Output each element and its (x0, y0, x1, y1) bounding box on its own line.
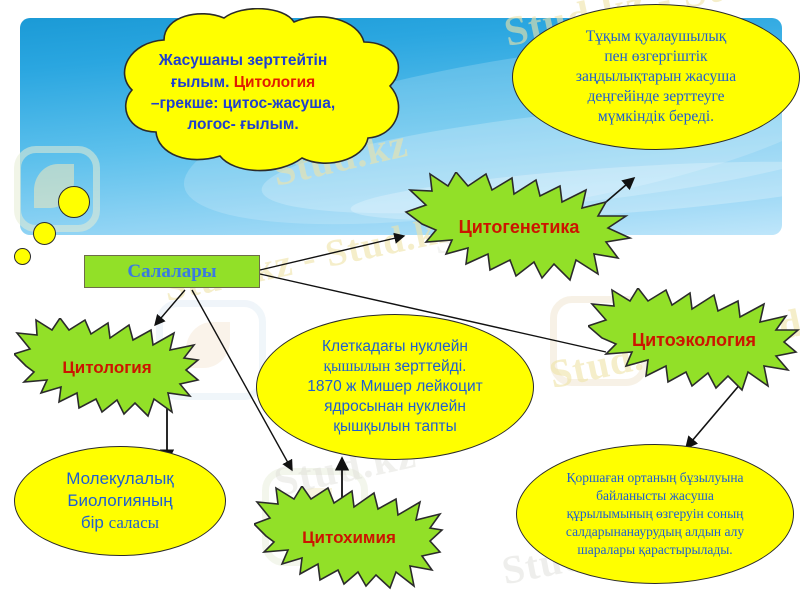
thought-bubble-dot-medium (33, 222, 56, 245)
bubble-ecology-text: Қоршаған ортаның бұзылуына байланысты жа… (556, 469, 754, 559)
molecular-line-1: Молекулалық (66, 468, 174, 488)
cloud-line-2-plain: ғылым. (170, 73, 234, 91)
nucleic-line-1: Клеткадағы нуклейн (322, 338, 468, 356)
thought-cloud-text: Жасушаны зерттейтін ғылым. Цитология –гр… (78, 8, 408, 178)
cloud-line-3: –грекше: цитос-жасуша, (150, 95, 336, 112)
star-cytogenetics-label: Цитогенетика (458, 216, 580, 237)
ecology-line-2: байланысты жасуша (596, 487, 714, 503)
cloud-line-4: логос- ғылым. (187, 116, 299, 134)
star-cytogenetics[interactable]: Цитогенетика (404, 172, 634, 282)
thought-cloud-cytology-definition: Жасушаны зерттейтін ғылым. Цитология –гр… (78, 8, 408, 178)
arrow-salalary-to-cytology (154, 289, 186, 327)
arrow-cytoecology-to-ecology (684, 381, 743, 450)
bubble-molecular: Молекулалық Биологияның бір саласы (14, 446, 226, 556)
bubble-ecology: Қоршаған ортаның бұзылуына байланысты жа… (516, 444, 794, 584)
heredity-line-2: пен өзгергіштік (604, 47, 708, 65)
star-cytochemistry-label: Цитохимия (302, 528, 396, 547)
ecology-line-1: Қоршаған ортаның бұзылуына (566, 469, 744, 485)
heredity-line-1: Тұқым қуалаушылық (585, 27, 727, 45)
box-salalary-label: Салалары (127, 260, 217, 282)
star-cytoecology[interactable]: Цитоэкология (588, 288, 800, 392)
ecology-line-3: құрылымының өзгеруін соның (566, 505, 744, 521)
heredity-line-5: мүмкіндік береді. (597, 108, 715, 126)
thought-bubble-dot-small (14, 248, 31, 265)
molecular-line-3-sans: бір (80, 513, 109, 533)
arrow-salalary-to-cytochemistry (191, 289, 293, 472)
heredity-line-4: деңгейінде зерттеуге (587, 88, 725, 106)
nucleic-line-2: қышылын зерттейді. (307, 357, 483, 377)
bubble-heredity: Тұқым қуалаушылық пен өзгергіштік заңдыл… (512, 4, 800, 150)
nucleic-line-2-sans: зерттейді. (390, 358, 467, 376)
bubble-heredity-text: Тұқым қуалаушылық пен өзгергіштік заңдыл… (566, 27, 746, 128)
cloud-line-2-highlight: Цитология (233, 73, 316, 91)
nucleic-line-5: қышқылын тапты (333, 417, 457, 435)
arrow-salalary-to-cytogenetics (259, 232, 406, 271)
star-cytoecology-label: Цитоэкология (631, 329, 757, 350)
bubble-nucleic-text: Клеткадағы нуклейн қышылын зерттейді. 18… (297, 337, 493, 436)
molecular-line-3-serif: саласы (108, 513, 160, 533)
bubble-nucleic: Клеткадағы нуклейн қышылын зерттейді. 18… (256, 314, 534, 460)
nucleic-line-3: 1870 ж Мишер лейкоцит (307, 378, 483, 396)
line-salalary-to-cytoecology (259, 273, 607, 353)
box-salalary[interactable]: Салалары (84, 255, 260, 288)
molecular-line-2: Биологияның (67, 490, 173, 510)
ecology-line-5: шаралары қарастырылады. (577, 542, 733, 558)
cloud-line-2: ғылым. Цитология (151, 72, 335, 93)
heredity-line-3: заңдылықтарын жасуша (575, 67, 737, 85)
thought-bubble-dot-large (58, 186, 90, 218)
cloud-line-1: Жасушаны зерттейтін (158, 52, 328, 70)
star-cytochemistry[interactable]: Цитохимия (254, 486, 444, 590)
nucleic-line-4: ядросынан нуклейн (324, 397, 466, 415)
nucleic-line-2-serif: қышылын (323, 358, 391, 376)
bubble-molecular-text: Молекулалық Биологияның бір саласы (56, 468, 184, 534)
ecology-line-4: салдарынанаурудың алдын алу (565, 524, 745, 540)
molecular-line-3: бір саласы (66, 512, 174, 534)
star-cytology[interactable]: Цитология (14, 318, 200, 418)
star-cytology-label: Цитология (62, 358, 152, 377)
